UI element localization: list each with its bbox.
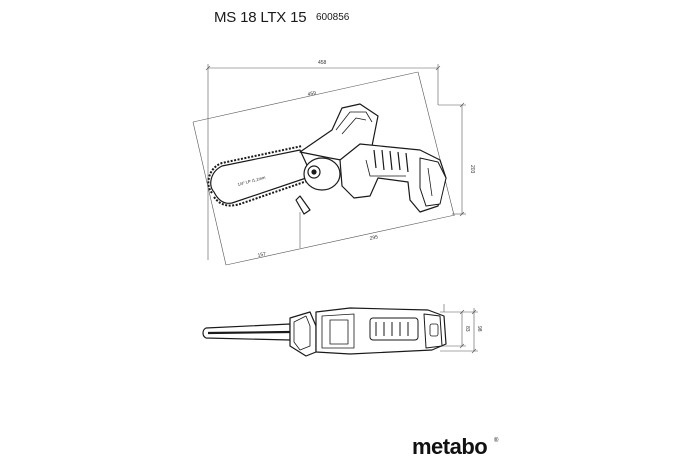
saw-chain bbox=[207, 145, 303, 194]
registered-mark: ® bbox=[494, 438, 499, 444]
grip-top bbox=[369, 317, 419, 341]
dim-83: 83 bbox=[464, 326, 470, 332]
dim-157: 157 bbox=[257, 251, 267, 259]
dimension-lines-top bbox=[192, 64, 466, 266]
guide-bar bbox=[210, 149, 313, 204]
dim-459: 459 bbox=[307, 90, 317, 98]
dim-458: 458 bbox=[318, 60, 327, 66]
dim-203: 203 bbox=[469, 165, 475, 174]
dimension-lines-bottom bbox=[440, 304, 478, 352]
dimension-ticks-bottom bbox=[459, 309, 477, 354]
dimension-ticks-top bbox=[205, 65, 465, 217]
dim-98: 98 bbox=[476, 326, 482, 332]
model-title: MS 18 LTX 15 bbox=[214, 9, 307, 26]
brand-logo: metabo bbox=[412, 434, 488, 459]
saw-top-view bbox=[202, 307, 447, 357]
dim-295: 295 bbox=[369, 234, 379, 242]
lower-jaw bbox=[295, 195, 311, 215]
saw-side-view bbox=[207, 103, 447, 215]
article-number: 600856 bbox=[316, 12, 350, 23]
